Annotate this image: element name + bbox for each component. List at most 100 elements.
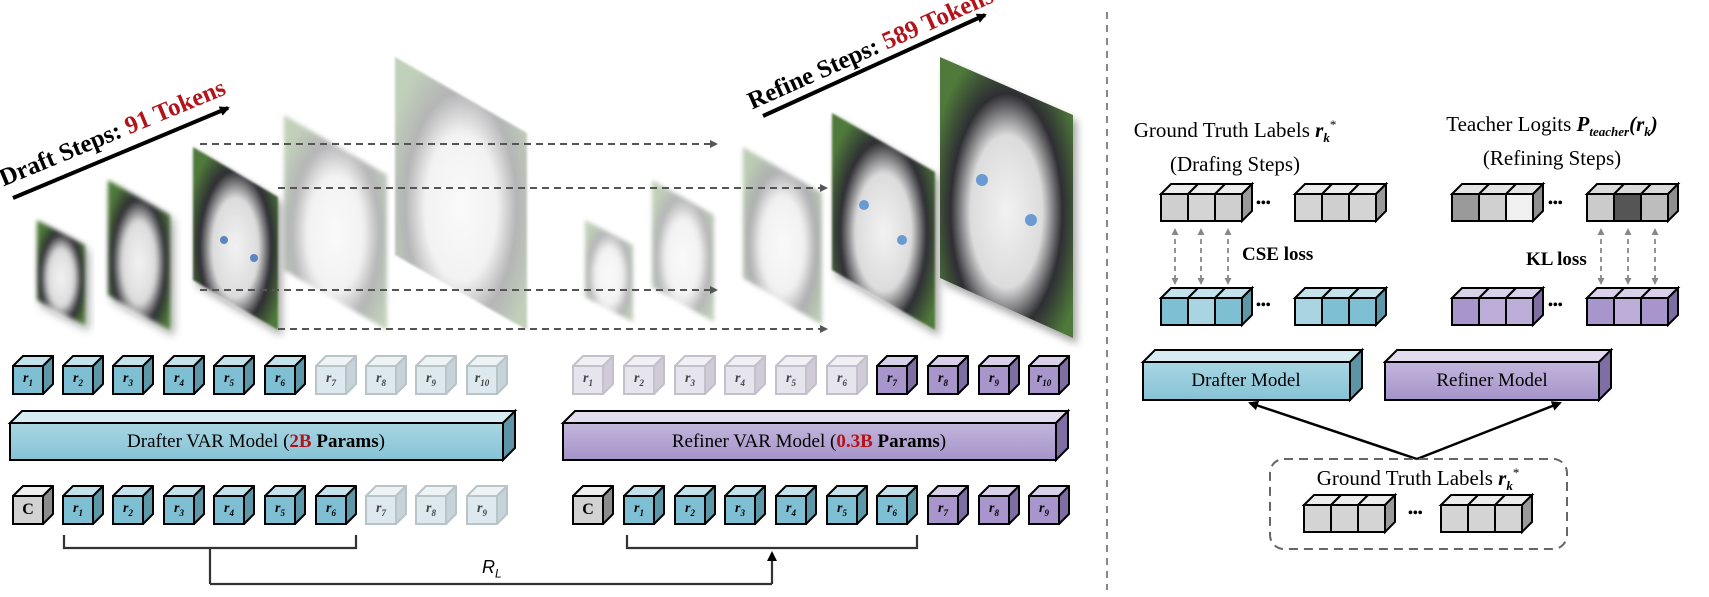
teacher-logits-title: Teacher Logits Pteacher(rk) (Refining St…: [1446, 112, 1658, 171]
drafter-input-token-label: r1: [73, 501, 83, 518]
ellipsis: •••: [1548, 196, 1563, 211]
refiner-input-token-label: r1: [634, 501, 644, 518]
token-cubes: [12, 355, 1070, 525]
refiner-model-label: Refiner Model: [1436, 370, 1548, 391]
refiner-input-token-r3: [724, 485, 766, 525]
refine-steps-arrow: [762, 13, 987, 118]
drafter-input-token-label: r7: [376, 501, 386, 518]
refiner-input-token-r7: [927, 485, 969, 525]
drafter-output-token-r6: [264, 355, 306, 395]
bottom-gt-strip-left: [1301, 492, 1398, 535]
drafter-model-bar: [1140, 347, 1365, 403]
drafter-input-token-label: r6: [326, 501, 336, 518]
bottom-ground-truth-label: Ground Truth Labels rk*: [1316, 465, 1520, 494]
refiner-output-token-r8: [927, 355, 969, 395]
refiner-input-token-label: r2: [685, 501, 695, 518]
refiner-output-token-label: r3: [685, 371, 695, 388]
teacher-strip-left: [1449, 181, 1546, 224]
drafter-input-token-label: r2: [123, 501, 133, 518]
kl-loss-arrows: [1597, 228, 1659, 285]
refiner-input-token-label: r9: [1039, 501, 1049, 518]
refiner-input-token-r6: [876, 485, 918, 525]
ground-truth-labels-title: Ground Truth Labels rk* (Drafing Steps): [1133, 117, 1337, 177]
drafter-input-token-r7: [365, 485, 407, 525]
refiner-input-token-r9: [1028, 485, 1070, 525]
draft-image-3: [193, 147, 278, 330]
bottom-gt-strip-right: [1438, 492, 1535, 535]
draft-image-2: [108, 180, 170, 330]
refiner-output-token-r7: [876, 355, 918, 395]
refiner-output-token-label: r6: [837, 371, 847, 388]
refiner-output-token-r1: [572, 355, 614, 395]
refiner-output-token-r4: [724, 355, 766, 395]
drafter-pred-strip-left: [1158, 285, 1255, 328]
faded-image-5: [395, 57, 527, 330]
drafter-output-token-label: r5: [224, 371, 234, 388]
refiner-input-token-label: r7: [938, 501, 948, 518]
drafter-output-token-label: r1: [23, 371, 33, 388]
drafter-input-token-label: C: [22, 501, 34, 518]
drafter-output-token-label: r4: [174, 371, 184, 388]
refiner-input-token-r1: [623, 485, 665, 525]
drafter-output-token-label: r8: [376, 371, 386, 388]
drafter-var-model-bar: [7, 408, 518, 463]
drafter-var-model-label: Drafter VAR Model (2B Params): [127, 431, 385, 452]
refiner-input-token-r2: [674, 485, 716, 525]
drafter-output-token-label: r3: [123, 371, 133, 388]
drafter-input-token-label: r8: [426, 501, 436, 518]
refiner-output-token-label: r10: [1036, 371, 1052, 388]
drafter-input-token-r3: [163, 485, 205, 525]
refiner-output-token-label: r4: [735, 371, 745, 388]
flow-arrows: [200, 140, 828, 333]
refiner-pred-strip-left: [1449, 285, 1546, 328]
teacher-strip-right: [1584, 181, 1681, 224]
gt-to-model-arrows: [1248, 400, 1562, 461]
refiner-input-token-label: C: [582, 501, 594, 518]
refiner-input-token-C: [572, 485, 614, 525]
refiner-output-token-r10: [1028, 355, 1070, 395]
drafter-output-token-r4: [163, 355, 205, 395]
drafter-output-token-label: r10: [474, 371, 490, 388]
refiner-input-token-label: r5: [837, 501, 847, 518]
faded-image-7: [652, 180, 714, 322]
drafter-output-token-r1: [12, 355, 54, 395]
faded-image-8: [743, 147, 822, 325]
refiner-output-token-label: r8: [938, 371, 948, 388]
refiner-output-token-r9: [978, 355, 1020, 395]
drafter-input-token-label: r4: [224, 501, 234, 518]
drafter-input-token-r1: [62, 485, 104, 525]
refiner-input-token-label: r3: [735, 501, 745, 518]
rl-connector: [62, 535, 919, 586]
drafter-output-token-label: r2: [73, 371, 83, 388]
refiner-input-token-r8: [978, 485, 1020, 525]
right-token-strips: [1158, 181, 1681, 535]
refiner-output-token-r2: [623, 355, 665, 395]
refiner-input-token-label: r4: [786, 501, 796, 518]
refiner-output-token-label: r1: [583, 371, 593, 388]
draft-steps-arrow: [12, 106, 230, 200]
drafter-input-token-r9: [466, 485, 508, 525]
refiner-input-token-label: r8: [989, 501, 999, 518]
refiner-var-model-label: Refiner VAR Model (0.3B Params): [671, 431, 947, 452]
drafter-output-token-r3: [112, 355, 154, 395]
drafter-pred-strip-right: [1292, 285, 1389, 328]
drafter-output-token-label: r9: [426, 371, 436, 388]
refiner-output-token-r3: [674, 355, 716, 395]
drafter-input-token-r6: [315, 485, 357, 525]
drafter-input-token-r4: [213, 485, 255, 525]
drafter-output-token-label: r6: [275, 371, 285, 388]
refiner-model-bar: [1382, 347, 1614, 403]
refiner-output-token-r5: [775, 355, 817, 395]
refiner-input-token-r5: [826, 485, 868, 525]
ground-truth-box: [1269, 458, 1568, 550]
gt-strip-right: [1292, 181, 1389, 224]
drafter-output-token-r10: [466, 355, 508, 395]
kl-loss-label: KL loss: [1526, 249, 1587, 270]
faded-image-6: [585, 220, 633, 322]
drafter-output-token-r9: [415, 355, 457, 395]
gt-strip-left: [1158, 181, 1255, 224]
refine-image-9: [832, 113, 935, 330]
drafter-output-token-r5: [213, 355, 255, 395]
refiner-output-token-label: r7: [887, 371, 897, 388]
